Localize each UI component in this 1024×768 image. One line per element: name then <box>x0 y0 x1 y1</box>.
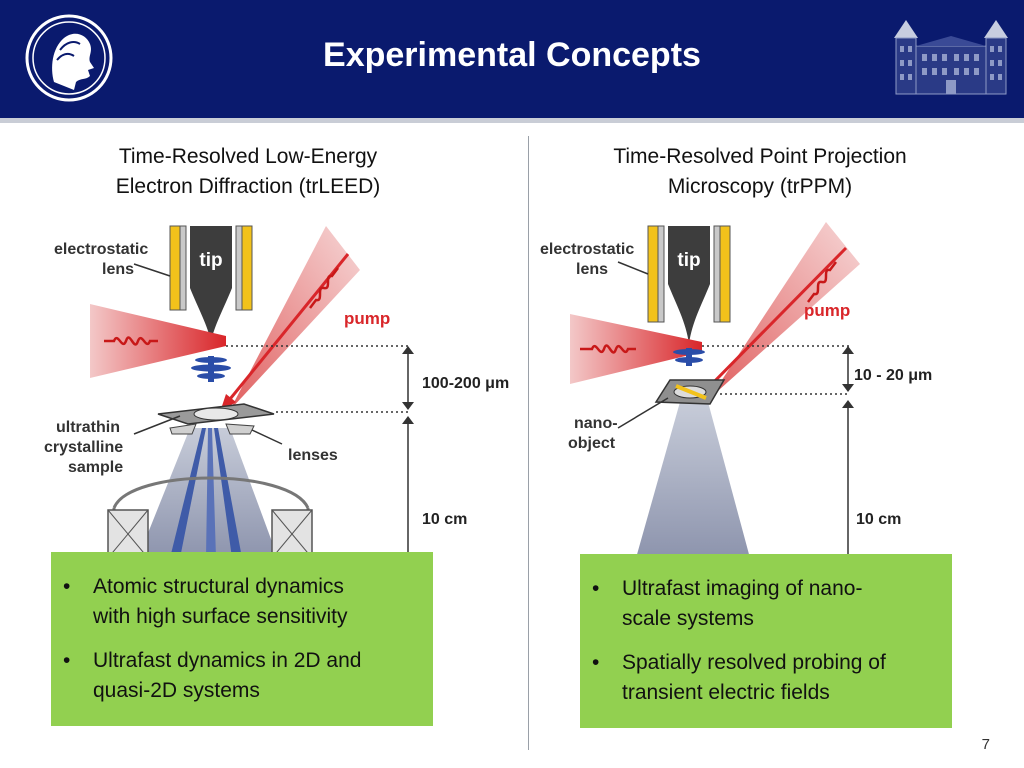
pump-wave-diagonal <box>807 261 837 303</box>
lens-plate-right <box>235 225 243 311</box>
diffraction-beam <box>214 428 242 558</box>
diffraction-beam <box>206 428 216 558</box>
emitter-tip <box>190 226 232 342</box>
list-item: Ultrafast dynamics in 2D and quasi-2D sy… <box>51 646 433 706</box>
sample-label-line2: crystalline <box>44 439 123 456</box>
page-number: 7 <box>981 736 990 753</box>
left-title-line2: Electron Diffraction (trLEED) <box>115 175 381 198</box>
object-label-line2: object <box>568 435 616 452</box>
pump-arrow <box>704 246 848 392</box>
lens-leader-line <box>133 263 171 277</box>
arrowhead <box>842 346 854 354</box>
lens-label-line2: lens <box>102 261 134 278</box>
sample-leader-line <box>133 415 181 435</box>
object-leader-line <box>617 397 669 429</box>
lenses-leader-line <box>251 429 283 445</box>
bullet-text: transient electric fields <box>622 681 830 704</box>
lens-element <box>169 423 197 435</box>
bullet-text: Ultrafast dynamics in 2D and <box>93 649 362 672</box>
pump-wave-horizontal <box>104 336 158 346</box>
bullet-text: scale systems <box>622 607 754 630</box>
lens-plate-left <box>647 225 659 323</box>
lens-plate-left-inner <box>179 225 187 311</box>
detector-lens-arc <box>112 476 310 509</box>
electron-pulse <box>673 348 705 366</box>
lens-label-line1: electrostatic <box>540 241 634 258</box>
distance-long-label: 10 cm <box>856 511 901 528</box>
pump-label: pump <box>344 309 390 328</box>
trppm-summary-box: Ultrafast imaging of nano- scale systems… <box>580 554 952 728</box>
distance-short-label: 100-200 μm <box>422 375 509 392</box>
projection-cone <box>636 402 750 558</box>
right-title-line2: Microscopy (trPPM) <box>667 175 853 198</box>
pump-label: pump <box>804 301 850 320</box>
list-item: Spatially resolved probing of transient … <box>580 648 952 708</box>
page-title: Experimental Concepts <box>323 36 701 74</box>
bullet-text: Spatially resolved probing of <box>622 651 886 674</box>
right-title-line1: Time-Resolved Point Projection <box>613 145 907 168</box>
detector-block-left <box>107 509 149 558</box>
trleed-diagram: tip pump 100-200 μm 10 cm electrostatic … <box>44 225 509 558</box>
lens-plate-left-inner <box>657 225 665 323</box>
bullet-text: Ultrafast imaging of nano- <box>622 577 863 600</box>
detector-block-right <box>271 509 313 558</box>
emitter-tip <box>668 226 710 344</box>
lens-label-line1: electrostatic <box>54 241 148 258</box>
lens-leader-line <box>617 261 649 275</box>
distance-short-label: 10 - 20 μm <box>854 367 932 384</box>
left-title-line1: Time-Resolved Low-Energy <box>118 145 378 168</box>
lens-plate-right-outer <box>719 225 731 323</box>
sample-label-line1: ultrathin <box>56 419 120 436</box>
arrowhead <box>402 346 414 354</box>
pump-wave-diagonal <box>309 267 339 309</box>
minerva-logo-icon <box>25 14 113 102</box>
bullet-text: with high surface sensitivity <box>93 605 348 628</box>
tip-label: tip <box>199 250 222 271</box>
tip-label: tip <box>677 250 700 271</box>
header-divider <box>0 118 1024 123</box>
distance-long-label: 10 cm <box>422 511 467 528</box>
bullet-text: quasi-2D systems <box>93 679 260 702</box>
column-divider <box>528 136 529 750</box>
object-label-line1: nano- <box>574 415 618 432</box>
sample-label-line3: sample <box>68 459 123 476</box>
list-item: Atomic structural dynamics with high sur… <box>51 572 433 632</box>
trleed-summary-box: Atomic structural dynamics with high sur… <box>51 552 433 726</box>
pump-wave-horizontal <box>580 344 636 354</box>
arrowhead <box>842 384 854 392</box>
lens-label-line2: lens <box>576 261 608 278</box>
electron-pulse <box>191 356 231 382</box>
arrowhead <box>842 400 854 408</box>
bullet-text: Atomic structural dynamics <box>93 575 344 598</box>
header-bar <box>0 0 1024 118</box>
diffraction-beam <box>170 428 206 558</box>
lenses-label: lenses <box>288 447 338 464</box>
trppm-diagram: tip pump 10 - 20 μm 10 cm electrostatic … <box>540 222 932 558</box>
right-column-title: Time-Resolved Point Projection Microscop… <box>570 142 950 202</box>
sample-crystal <box>193 407 239 421</box>
lens-plate-right-outer <box>241 225 253 311</box>
lens-element <box>225 423 255 435</box>
nano-object-rod <box>675 384 707 400</box>
list-item: Ultrafast imaging of nano- scale systems <box>580 574 952 634</box>
lens-plate-left <box>169 225 181 311</box>
institute-building-icon <box>890 16 1014 100</box>
lens-plate-right <box>713 225 721 323</box>
arrowhead <box>402 402 414 410</box>
arrowhead <box>402 416 414 424</box>
left-column-title: Time-Resolved Low-Energy Electron Diffra… <box>58 142 438 202</box>
